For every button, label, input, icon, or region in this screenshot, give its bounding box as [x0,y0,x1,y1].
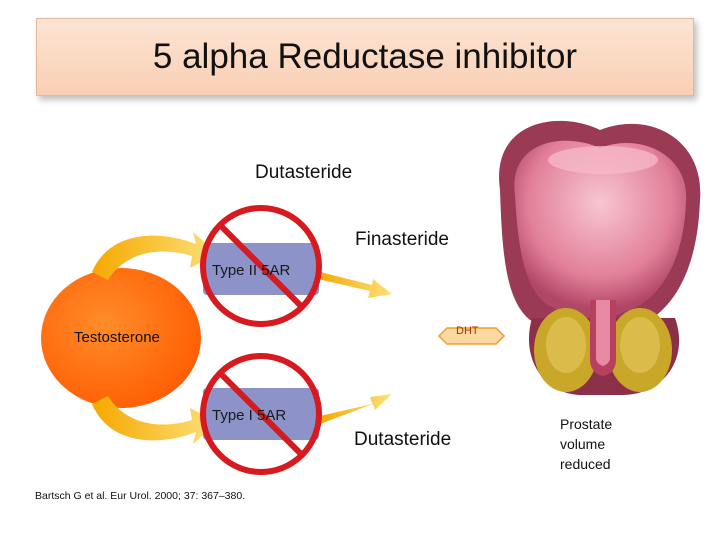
prostate-caption-line: Prostate [560,416,613,432]
finasteride-label: Finasteride [355,229,449,250]
prohibition-sign-icon [200,353,322,475]
dutasteride-bottom-label: Dutasteride [354,429,452,450]
prohibition-sign-icon [200,205,322,327]
arrow-right-upper-icon [318,272,392,298]
arrow-right-lower-icon [320,394,392,424]
dutasteride-top-label: Dutasteride [255,162,353,183]
prostate-illustration [499,120,701,395]
citation: Bartsch G et al. Eur Urol. 2000; 37: 367… [35,490,246,502]
testosterone-label: Testosterone [74,329,160,346]
title-banner: 5 alpha Reductase inhibitor [36,18,694,96]
dht-label: DHT [456,325,479,337]
testosterone-circle [41,268,201,408]
slide-title: 5 alpha Reductase inhibitor [152,37,578,76]
prostate-caption: Prostate volume reduced [560,414,612,474]
type1-5ar-label: Type I 5AR [212,407,287,424]
prostate-caption-line: volume [560,436,606,452]
arrow-down-curve-icon [92,396,218,444]
type2-5ar-label: Type II 5AR [212,262,291,279]
prostate-caption-line: reduced [560,456,611,472]
arrow-up-curve-icon [92,232,218,280]
dht-arrow-icon [437,327,506,345]
